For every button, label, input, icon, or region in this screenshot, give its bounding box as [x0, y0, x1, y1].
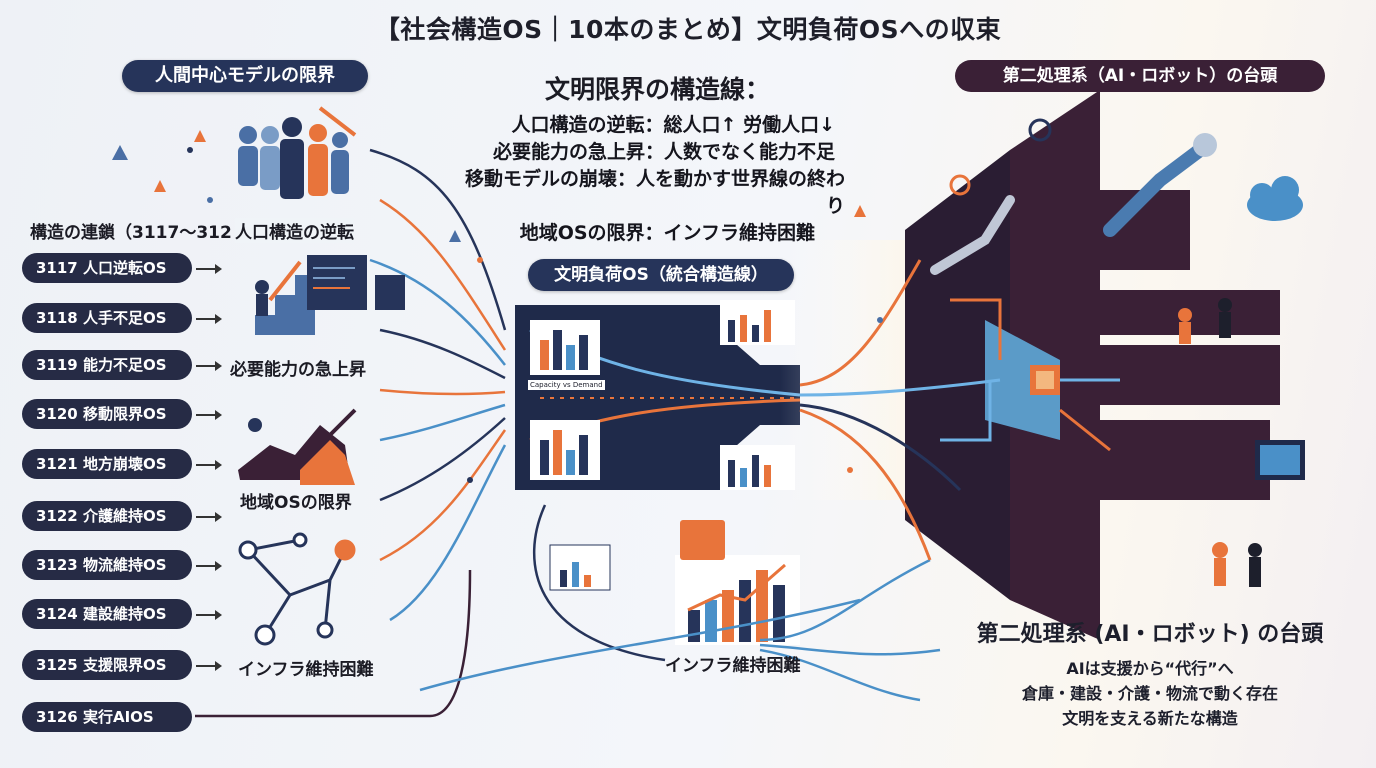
stairs-illustration: [235, 255, 405, 335]
arrow-icon: [196, 314, 222, 324]
center-lines: 人口構造の逆転：総人口↑ 労働人口↓ 必要能力の急上昇：人数でなく能力不足 移動…: [450, 112, 845, 247]
flow-lines-left: [195, 148, 507, 718]
funnel-shape: [515, 305, 801, 490]
arrow-icon: [196, 264, 222, 274]
decor-shapes: [112, 130, 883, 483]
chain-item-3117: 3117 人口逆転OS: [22, 253, 192, 283]
arrow-icon: [196, 460, 222, 470]
center-line: 人口構造の逆転：総人口↑ 労働人口↓: [511, 114, 835, 136]
arrow-icon: [196, 661, 222, 671]
right-line: AIは支援から“代行”へ: [1066, 659, 1234, 678]
page-title: 【社会構造OS｜10本のまとめ】文明負荷OSへの収束: [374, 15, 1002, 44]
center-heading: 文明限界の構造線：: [545, 75, 771, 104]
chain-item-3125: 3125 支援限界OS: [22, 650, 192, 680]
label-region: 地域OSの限界: [240, 493, 352, 513]
center-line: 必要能力の急上昇：人数でなく能力不足: [492, 141, 835, 163]
arrow-icon: [196, 610, 222, 620]
arrow-icon: [196, 410, 222, 420]
center-line: 移動モデルの崩壊：人を動かす世界線の終わり: [464, 168, 845, 217]
right-line: 倉庫・建設・介護・物流で動く存在: [1021, 684, 1278, 703]
left-header: 人間中心モデルの限界: [122, 60, 368, 92]
arrow-icon: [196, 361, 222, 371]
right-text-block: 第二処理系 (AI・ロボット) の台頭 AIは支援から“代行”へ 倉庫・建設・介…: [950, 620, 1350, 731]
chart-caption: Capacity vs Demand: [528, 380, 605, 390]
center-pill: 文明負荷OS（統合構造線）: [528, 259, 794, 291]
chain-header: 構造の連鎖（3117〜312: [30, 223, 232, 242]
chain-item-3118: 3118 人手不足OS: [22, 303, 192, 333]
center-line: 地域OSの限界：インフラ維持困難: [519, 222, 815, 244]
chain-item-3119: 3119 能力不足OS: [22, 350, 192, 380]
chain-item-3126: 3126 実行AIOS: [22, 702, 192, 732]
arrow-icon: [196, 512, 222, 522]
right-heading: 第二処理系 (AI・ロボット) の台頭: [976, 622, 1324, 647]
label-infra-center: インフラ維持困難: [665, 656, 801, 676]
collapse-illustration: [238, 408, 357, 485]
chain-item-3121: 3121 地方崩壊OS: [22, 449, 192, 479]
right-line: 文明を支える新たな構造: [1062, 709, 1238, 728]
label-infra-left: インフラ維持困難: [238, 660, 374, 680]
chain-item-3124: 3124 建設維持OS: [22, 599, 192, 629]
chain-item-3123: 3123 物流維持OS: [22, 550, 192, 580]
ai-robot-structure: [905, 90, 1305, 640]
chain-item-3122: 3122 介護維持OS: [22, 501, 192, 531]
network-illustration: [238, 532, 356, 646]
flow-lines-bottom: [419, 504, 941, 702]
people-illustration: [238, 106, 357, 199]
right-header: 第二処理系（AI・ロボット）の台頭: [955, 60, 1325, 92]
label-population: 人口構造の逆転: [235, 218, 354, 243]
flow-lines-right: [799, 259, 1001, 561]
chain-item-3120: 3120 移動限界OS: [22, 399, 192, 429]
arrow-icon: [196, 561, 222, 571]
label-ability: 必要能力の急上昇: [230, 360, 366, 380]
